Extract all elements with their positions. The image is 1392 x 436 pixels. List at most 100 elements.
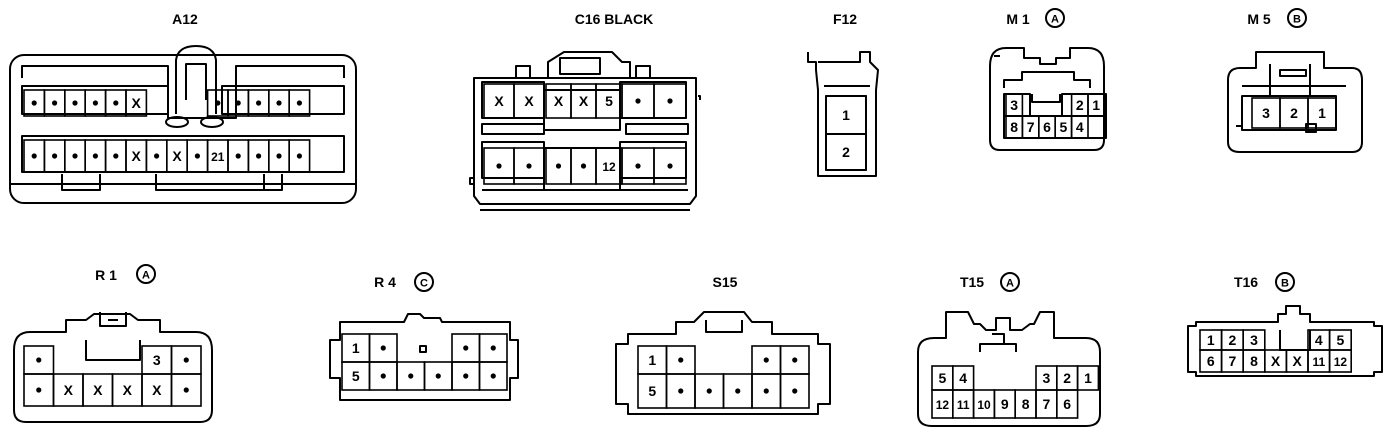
badge-t15: A bbox=[1000, 272, 1020, 292]
pin-cell-r1-r2-c5: X bbox=[141, 373, 173, 407]
pin-dot bbox=[490, 373, 496, 379]
pin-cell-a12-r1-c12 bbox=[247, 89, 270, 117]
connector-body-a12 bbox=[9, 45, 357, 204]
pin-cell-r4-r2-c5 bbox=[451, 361, 481, 391]
pin-dot bbox=[276, 153, 282, 159]
pin-cell-t15-r2-c3: 10 bbox=[972, 389, 996, 419]
pin-label: 3 bbox=[1043, 370, 1051, 386]
pin-label: 5 bbox=[352, 368, 360, 384]
pin-cell-f12-r2-c1: 2 bbox=[825, 133, 867, 171]
pin-label: 7 bbox=[1043, 396, 1051, 412]
pin-label: 12 bbox=[602, 160, 616, 174]
pin-dot bbox=[380, 373, 386, 379]
pin-cell-a12-r2-c7 bbox=[145, 139, 168, 173]
pin-cell-a12-r2-c6: X bbox=[125, 139, 148, 173]
pin-cell-t16-r1-c3: 3 bbox=[1242, 329, 1266, 351]
pin-cell-a12-r2-c2 bbox=[43, 139, 66, 173]
pin-cell-t16-r2-c4: X bbox=[1264, 349, 1288, 373]
pin-cell-c16-r2-c4 bbox=[570, 147, 597, 185]
pin-label: 8 bbox=[1010, 119, 1018, 135]
pin-label: 3 bbox=[1262, 105, 1270, 121]
pin-cell-s15-r1-c1: 1 bbox=[637, 345, 668, 375]
connector-body-t16 bbox=[1187, 305, 1383, 377]
pin-cell-a12-r2-c5 bbox=[104, 139, 127, 173]
pin-cell-c16-r2-c3 bbox=[545, 147, 572, 185]
pin-cell-a12-r2-c1 bbox=[23, 139, 46, 173]
pin-label: 1 bbox=[648, 352, 656, 368]
pin-label: X bbox=[64, 382, 74, 398]
pin-label: X bbox=[132, 95, 142, 111]
pin-dot bbox=[667, 98, 673, 104]
pin-cell-a12-r1-c13 bbox=[267, 89, 290, 117]
connector-body-r1 bbox=[13, 312, 213, 423]
pin-dot bbox=[496, 163, 502, 169]
pin-label: 1 bbox=[352, 340, 360, 356]
badge-m1-letter: A bbox=[1051, 14, 1059, 26]
pin-dot bbox=[763, 388, 769, 394]
pin-cell-t16-r2-c1: 6 bbox=[1199, 349, 1223, 373]
pin-cell-c16-r1-c7 bbox=[653, 83, 687, 119]
pin-label: 5 bbox=[1337, 332, 1345, 348]
pin-dot bbox=[296, 100, 302, 106]
connector-body-s15 bbox=[615, 311, 831, 415]
pin-dot bbox=[235, 153, 241, 159]
pin-cell-a12-r2-c13 bbox=[267, 139, 290, 173]
badge-t15-letter: A bbox=[1006, 278, 1014, 290]
pin-cell-t16-r2-c5: X bbox=[1285, 349, 1309, 373]
pin-label: 10 bbox=[977, 398, 991, 412]
badge-r1: A bbox=[136, 264, 156, 284]
pin-dot bbox=[678, 357, 684, 363]
pin-cell-a12-r2-c11 bbox=[227, 139, 250, 173]
pin-label: 6 bbox=[1207, 353, 1215, 369]
pin-cell-r4-r2-c2 bbox=[368, 361, 398, 391]
pin-cell-t16-r2-c6: 11 bbox=[1307, 349, 1331, 373]
pin-cell-r1-r2-c3: X bbox=[82, 373, 114, 407]
pin-dot bbox=[408, 373, 414, 379]
pin-dot bbox=[31, 153, 37, 159]
pin-label: X bbox=[524, 93, 534, 109]
pin-cell-r1-r2-c2: X bbox=[52, 373, 84, 407]
pin-dot bbox=[36, 357, 42, 363]
pin-dot bbox=[380, 345, 386, 351]
badge-r4-letter: C bbox=[420, 278, 428, 290]
pin-cell-s15-r1-c6 bbox=[779, 345, 810, 375]
pin-cell-r4-r2-c3 bbox=[396, 361, 426, 391]
pin-label: 12 bbox=[936, 398, 950, 412]
pin-cell-m5-r1-c1: 3 bbox=[1251, 97, 1281, 129]
pin-label: 21 bbox=[211, 150, 225, 164]
pin-cell-r1-r1-c5: 3 bbox=[141, 345, 173, 375]
pin-dot bbox=[792, 357, 798, 363]
pin-grid-r4: 15 bbox=[341, 333, 508, 391]
pin-cell-t15-r1-c7: 2 bbox=[1056, 365, 1079, 391]
pin-cell-c16-r2-c2 bbox=[513, 147, 545, 185]
pin-label: 9 bbox=[1001, 396, 1009, 412]
pin-cell-m1-r2-c1: 8 bbox=[1005, 115, 1024, 139]
pin-dot bbox=[36, 387, 42, 393]
pin-cell-t15-r2-c5: 8 bbox=[1014, 389, 1037, 419]
pin-label: 6 bbox=[1043, 119, 1051, 135]
pin-cell-r4-r2-c1: 5 bbox=[341, 361, 371, 391]
pin-cell-t15-r2-c1: 12 bbox=[931, 389, 954, 419]
pin-dot bbox=[194, 153, 200, 159]
connector-title-s15: S15 bbox=[713, 274, 738, 290]
pin-dot bbox=[526, 163, 532, 169]
pin-cell-t16-r2-c3: 8 bbox=[1242, 349, 1266, 373]
connector-body-t15 bbox=[917, 311, 1101, 427]
pin-dot bbox=[463, 373, 469, 379]
pin-label: 3 bbox=[153, 352, 161, 368]
pin-cell-a12-r2-c8: X bbox=[166, 139, 189, 173]
pin-grid-f12: 12 bbox=[825, 95, 867, 171]
pin-cell-m5-r1-c2: 2 bbox=[1279, 97, 1309, 129]
pin-cell-r1-r2-c6 bbox=[170, 373, 202, 407]
pin-label: 11 bbox=[957, 398, 970, 412]
pin-dot bbox=[215, 100, 221, 106]
pin-label: X bbox=[554, 93, 564, 109]
pin-dot bbox=[183, 387, 189, 393]
pin-cell-f12-r1-c1: 1 bbox=[825, 95, 867, 135]
badge-t16-letter: B bbox=[1281, 278, 1289, 290]
connector-body-c16 bbox=[469, 51, 701, 211]
